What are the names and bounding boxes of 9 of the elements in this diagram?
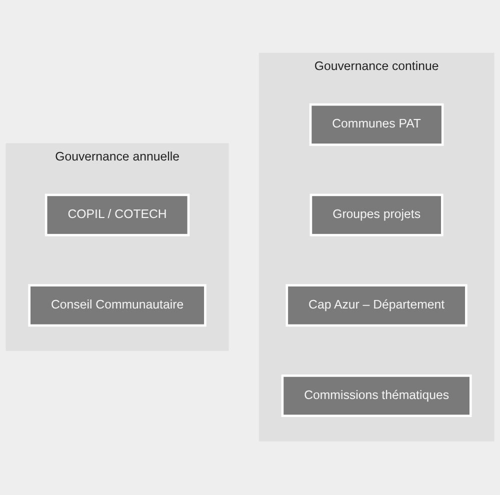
diagram: Gouvernance annuelle COPIL / COTECH Conseil Communautaire Gouvernance continue Communes PAT Groupes projets Cap Azur – Département Commissions thématiques xyxy=(0,47,500,448)
node-box xyxy=(281,374,472,418)
node-box xyxy=(28,284,206,328)
node-box xyxy=(310,194,444,237)
cluster xyxy=(6,144,229,352)
node-box xyxy=(44,194,190,237)
node-box xyxy=(309,104,444,146)
node-box xyxy=(286,284,468,328)
cluster xyxy=(258,53,494,442)
